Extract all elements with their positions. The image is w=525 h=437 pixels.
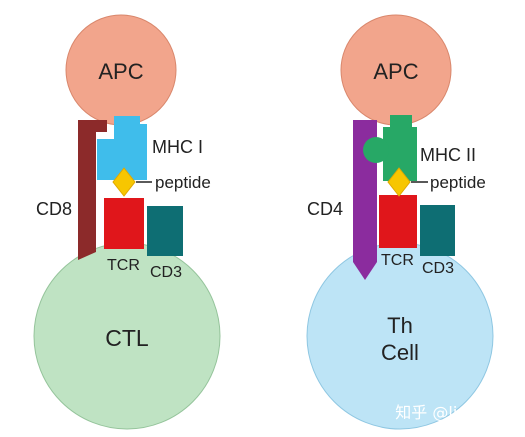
watermark: 知乎 @lic4ever	[395, 403, 512, 422]
left-apc-label: APC	[98, 59, 143, 84]
right-cd3	[420, 205, 455, 256]
cd8-coreceptor	[78, 120, 107, 260]
left-cd3-label: CD3	[150, 264, 182, 281]
mhc2-label: MHC II	[420, 145, 476, 165]
left-peptide-label: peptide	[155, 173, 211, 192]
right-peptide	[387, 167, 411, 197]
right-apc-label: APC	[373, 59, 418, 84]
th-cell-label-line1: Th	[387, 313, 413, 338]
left-peptide	[112, 167, 136, 197]
left-tcr	[104, 198, 144, 249]
mhc1-molecule	[97, 116, 147, 180]
right-peptide-label: peptide	[430, 173, 486, 192]
cd8-label: CD8	[36, 199, 72, 219]
right-tcr-label: TCR	[381, 252, 414, 269]
left-cd3	[147, 206, 183, 256]
right-tcr	[379, 195, 417, 248]
mhc1-label: MHC I	[152, 137, 203, 157]
right-panel: APC MHC II peptide CD4 TCR CD3 Th Cell	[306, 14, 494, 430]
ctl-label: CTL	[105, 325, 149, 351]
th-cell-label-line2: Cell	[381, 340, 419, 365]
cd4-label: CD4	[307, 199, 343, 219]
left-tcr-label: TCR	[107, 257, 140, 274]
left-panel: APC MHC I peptide CD8 TCR CD3 CTL	[33, 14, 221, 430]
right-cd3-label: CD3	[422, 260, 454, 277]
